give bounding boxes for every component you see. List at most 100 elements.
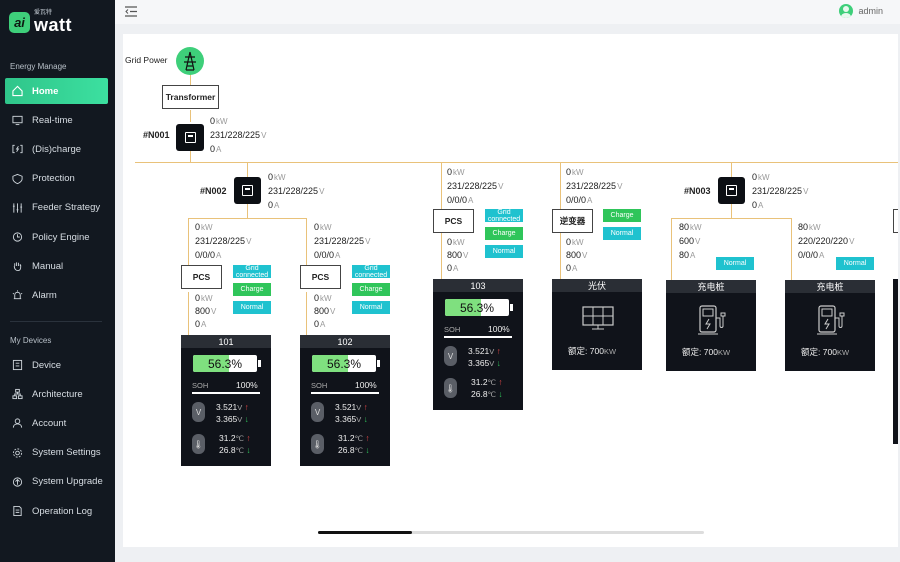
soc-fill — [312, 355, 349, 372]
sidebar-item-manual[interactable]: Manual — [5, 253, 108, 279]
normal-badge: Normal — [352, 301, 390, 314]
sidebar-item-label: Manual — [32, 260, 64, 272]
pv-title: 光伏 — [552, 279, 642, 292]
sidebar-item-label: (Dis)charge — [32, 143, 82, 155]
pcs4-current: 0A — [566, 263, 578, 273]
sidebar-item-operation-log[interactable]: Operation Log — [5, 498, 108, 524]
charge-badge: Charge — [352, 283, 390, 296]
voltage-icon: V — [311, 402, 324, 422]
cell-voltage-high: 3.521V ↑ — [335, 402, 368, 412]
grid-connected-badge: Grid connected — [352, 265, 390, 279]
cell-temp-low: 26.8℃ ↓ — [219, 445, 251, 455]
sidebar-item-feeder-strategy[interactable]: Feeder Strategy — [5, 195, 108, 221]
n001-current: 0A — [210, 144, 222, 154]
transformer-label: Transformer — [165, 92, 216, 102]
line-pcs2-batt — [306, 292, 307, 335]
thermometer-icon: 🌡 — [192, 434, 205, 454]
charger-card-1[interactable]: 充电桩额定: 700KW — [666, 280, 756, 371]
sidebar-item-system-settings[interactable]: System Settings — [5, 440, 108, 466]
grid-connected-badge: Grid connected — [233, 265, 271, 279]
inverter-box[interactable]: 逆变器 — [552, 209, 593, 233]
upgrade-icon — [11, 476, 23, 488]
section-energy-manage: Energy Manage — [10, 62, 67, 71]
charge-icon — [11, 143, 23, 155]
menu-toggle-icon[interactable] — [125, 6, 137, 17]
voltage-icon: V — [192, 402, 205, 422]
grid-tower-icon[interactable] — [176, 47, 204, 75]
cell-temp-high: 31.2℃ ↑ — [471, 377, 503, 387]
logo: ai 爱瓦特 watt — [9, 10, 72, 34]
sidebar-item-architecture[interactable]: Architecture — [5, 381, 108, 407]
meter-n001-icon[interactable] — [176, 124, 204, 151]
cell-voltage-low: 3.365V ↓ — [216, 414, 249, 424]
soc-bar: 56.3% — [445, 299, 509, 316]
pcs1-voltage: 800V — [195, 306, 217, 316]
meter-n002-icon[interactable] — [234, 177, 261, 204]
pcs-label: PCS — [192, 272, 211, 282]
branch1-voltage: 231/228/225V — [195, 236, 252, 246]
hand-icon — [11, 260, 23, 272]
thermometer-icon: 🌡 — [444, 378, 457, 398]
sidebar-item-account[interactable]: Account — [5, 410, 108, 436]
sidebar-item-protection[interactable]: Protection — [5, 166, 108, 192]
pcs-box-1[interactable]: PCS — [181, 265, 222, 289]
architecture-icon — [11, 388, 23, 400]
n003-power: 0kW — [752, 172, 770, 182]
charge-badge: Charge — [603, 209, 641, 222]
pcs4-power: 0kW — [566, 237, 584, 247]
grid-power-label: Grid Power — [125, 55, 168, 65]
sidebar-item-system-upgrade[interactable]: System Upgrade — [5, 469, 108, 495]
sidebar-item-policy-engine[interactable]: Policy Engine — [5, 224, 108, 250]
n001-voltage: 231/228/225V — [210, 130, 267, 140]
account-icon — [11, 417, 23, 429]
pcs-box-2[interactable]: PCS — [300, 265, 341, 289]
sidebar-item-real-time[interactable]: Real-time — [5, 107, 108, 133]
n002-current: 0A — [268, 200, 280, 210]
charger-card-2[interactable]: 充电桩额定: 700KW — [785, 280, 875, 371]
soc-value: 56.3% — [459, 300, 495, 315]
scrollbar-thumb[interactable] — [318, 531, 412, 534]
pcs-box-3[interactable]: PCS — [433, 209, 474, 233]
transformer-box[interactable]: Transformer — [162, 85, 219, 109]
branch1-power: 0kW — [195, 222, 213, 232]
n002-voltage: 231/228/225V — [268, 186, 325, 196]
line-n002-sub — [247, 204, 248, 218]
sidebar-item-home[interactable]: Home — [5, 78, 108, 104]
soc-value: 56.3% — [207, 356, 243, 371]
branch1-current: 0/0/0A — [195, 250, 222, 260]
line-inverter-pv — [560, 233, 561, 279]
sidebar-item-label: Home — [32, 85, 59, 97]
sidebar-item-label: Protection — [32, 173, 75, 185]
pv-card[interactable]: 光伏 额定: 700KW — [552, 279, 642, 370]
solar-panel-icon — [582, 306, 614, 330]
section-my-devices: My Devices — [10, 336, 52, 345]
sidebar-item-alarm[interactable]: Alarm — [5, 282, 108, 308]
normal-badge: Normal — [716, 257, 754, 270]
normal-badge: Normal — [233, 301, 271, 314]
n002-power: 0kW — [268, 172, 286, 182]
pcs-label: PCS — [444, 216, 463, 226]
sidebar-item-label: Device — [32, 359, 62, 371]
soh-value: 100% — [355, 380, 377, 390]
branch5-voltage: 600V — [679, 236, 701, 246]
sidebar-divider — [10, 321, 102, 322]
pcs2-power: 0kW — [314, 293, 332, 303]
grid-connected-badge: Grid connected — [485, 209, 523, 223]
sidebar-item-dis-charge[interactable]: (Dis)charge — [5, 136, 108, 162]
normal-badge: Normal — [485, 245, 523, 258]
line-branch2 — [306, 218, 307, 265]
sidebar-item-device[interactable]: Device — [5, 352, 108, 378]
sidebar-item-label: System Upgrade — [32, 476, 103, 488]
home-icon — [11, 85, 23, 97]
clipped-card — [893, 279, 898, 444]
sidebar-item-label: Architecture — [32, 388, 83, 400]
n003-voltage: 231/228/225V — [752, 186, 809, 196]
user-menu[interactable]: admin — [839, 4, 883, 18]
horizontal-scrollbar[interactable] — [318, 531, 704, 534]
log-icon — [11, 505, 23, 517]
sidebar-item-label: Alarm — [32, 289, 57, 301]
meter-n003-icon[interactable] — [718, 177, 745, 204]
